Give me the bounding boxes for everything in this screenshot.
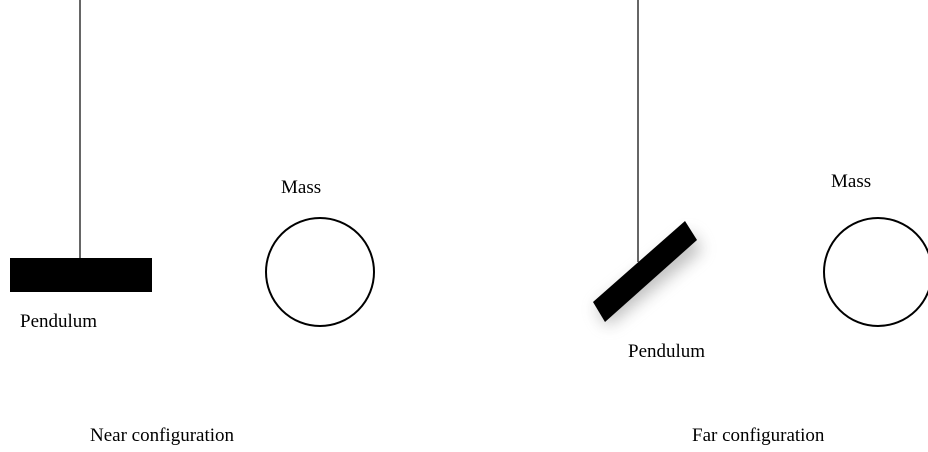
pendulum-bar-right xyxy=(593,221,697,322)
mass-label-far: Mass xyxy=(831,171,872,192)
far-configuration-panel xyxy=(593,0,928,327)
mass-circle-left xyxy=(265,217,375,327)
pendulum-label-far: Pendulum xyxy=(628,341,706,362)
mass-circle-right xyxy=(823,217,928,327)
pendulum-label-near: Pendulum xyxy=(20,311,98,332)
mass-label-near: Mass xyxy=(281,177,322,198)
caption-near-configuration: Near configuration xyxy=(90,425,235,446)
near-configuration-panel xyxy=(10,0,375,327)
pendulum-bar-left xyxy=(10,258,152,292)
caption-far-configuration: Far configuration xyxy=(692,425,825,446)
